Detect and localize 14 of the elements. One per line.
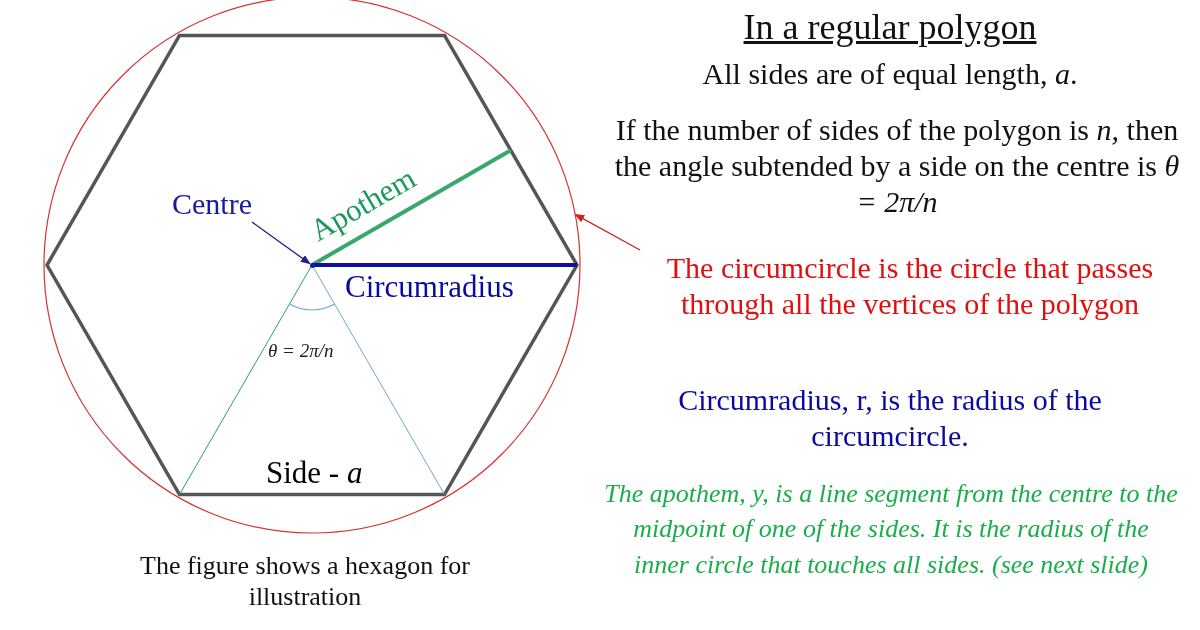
circumradius-label: Circumradius [345, 268, 514, 306]
side-label: Side - a [266, 454, 363, 492]
definition-text: Circumradius, r, is the radius of the circumcircle. [677, 382, 1103, 454]
definition-text: The apothem, y, is a line segment from the centre to the midpoint of one of the sides. It is the radius of the inner circle that touches all sides. (see next slide) [604, 478, 1178, 581]
circumcircle-note: The circumcircle is the circle that passes through all the vertices of the polygon [640, 250, 1180, 322]
angle-formula: θ = 2π/n [268, 340, 334, 363]
leader-line [251, 221, 311, 265]
leader-line [574, 213, 641, 251]
statement-text: If the number of sides of the polygon is n, then the angle subtended by a side on the centre is θ = 2π/n [613, 112, 1181, 220]
centre-label: Centre [172, 186, 252, 222]
slide-title: In a regular polygon [742, 6, 1038, 49]
figure-caption: The figure shows a hexagon for illustration [139, 550, 471, 613]
statement-text: All sides are of equal length, a. [701, 56, 1079, 92]
centre-point [309, 262, 315, 268]
